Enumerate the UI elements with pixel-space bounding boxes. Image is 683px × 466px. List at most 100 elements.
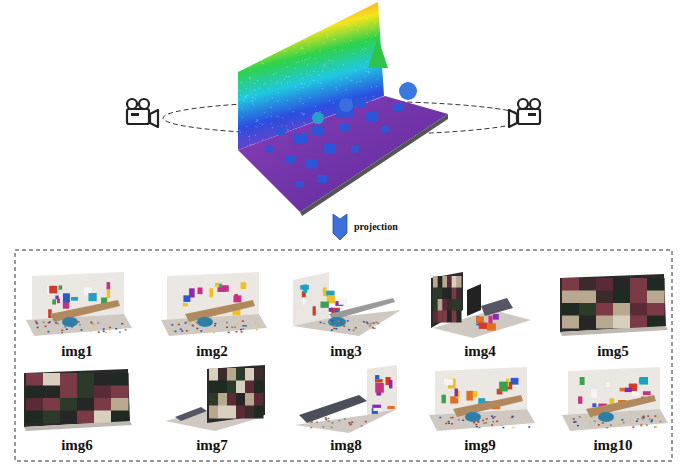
thumb-texture xyxy=(331,427,333,429)
cloud-object xyxy=(285,155,295,163)
cloud-point xyxy=(348,25,349,26)
cloud-point xyxy=(304,52,305,53)
cloud-point xyxy=(339,84,340,85)
camera-body xyxy=(127,109,149,124)
cloud-point xyxy=(250,93,251,94)
cloud-point xyxy=(359,26,360,27)
thumb-texture xyxy=(462,418,464,420)
thumb-object xyxy=(302,297,305,304)
cloud-point xyxy=(240,132,241,133)
thumb-texture xyxy=(491,415,493,417)
thumb-object xyxy=(389,380,392,388)
thumb-patch xyxy=(111,386,129,399)
thumb-texture xyxy=(327,418,329,420)
thumb-object xyxy=(643,391,651,395)
cloud-point xyxy=(246,126,247,127)
cloud-point xyxy=(362,49,363,50)
camera-lens xyxy=(150,110,158,127)
cloud-point xyxy=(331,60,332,61)
cloud-point xyxy=(249,136,250,137)
thumb-texture xyxy=(351,421,353,423)
thumb-texture xyxy=(195,321,197,323)
cloud-point xyxy=(240,94,241,95)
thumb-texture xyxy=(348,422,350,424)
thumb-object xyxy=(323,287,326,296)
thumb-patch xyxy=(596,303,614,316)
thumb-object xyxy=(639,377,648,385)
thumb-wall xyxy=(293,272,329,326)
thumb-object xyxy=(183,303,188,306)
cloud-point xyxy=(257,80,258,81)
cloud-point xyxy=(353,53,354,54)
thumb-texture xyxy=(361,425,363,427)
thumb-texture xyxy=(90,321,92,323)
thumb-texture xyxy=(242,325,244,327)
thumb-patch xyxy=(433,276,438,288)
thumb-object xyxy=(107,289,110,298)
cloud-point xyxy=(246,88,247,89)
cloud-point xyxy=(260,123,261,124)
cloud-point xyxy=(319,111,320,112)
thumb-wall xyxy=(207,365,265,423)
cloud-object xyxy=(351,146,359,152)
thumb-texture xyxy=(367,323,369,325)
thumb-texture xyxy=(462,420,464,422)
cloud-point xyxy=(303,114,304,115)
thumb-texture xyxy=(485,422,487,424)
cloud-point xyxy=(249,139,250,140)
thumb-texture xyxy=(585,417,587,419)
thumb-patch xyxy=(647,278,665,291)
cloud-point xyxy=(324,64,325,65)
thumb-object xyxy=(57,299,60,304)
thumb-texture xyxy=(463,417,465,419)
image-label: img9 xyxy=(464,437,496,454)
thumb-texture xyxy=(623,422,625,424)
cloud-point xyxy=(301,47,302,48)
thumb-texture xyxy=(618,424,620,426)
thumb-texture xyxy=(347,320,349,322)
thumb-object xyxy=(444,379,453,385)
cloud-point xyxy=(237,109,238,110)
cloud-point xyxy=(376,86,377,87)
thumb-object xyxy=(59,285,63,289)
thumb-texture xyxy=(213,332,215,334)
cloud-wall xyxy=(238,2,384,150)
thumb-texture xyxy=(593,416,595,418)
thumb-texture xyxy=(573,418,575,420)
thumb-texture xyxy=(196,331,198,333)
thumb-patch xyxy=(442,311,447,323)
thumb-patch xyxy=(254,368,264,381)
thumb-texture xyxy=(494,416,496,418)
thumb-patch xyxy=(209,381,219,394)
thumb-texture xyxy=(647,415,649,417)
thumb-texture xyxy=(338,420,340,422)
cloud-point xyxy=(335,39,336,40)
thumb-texture xyxy=(629,420,631,422)
cloud-point xyxy=(322,69,323,70)
cloud-point xyxy=(309,97,310,98)
cloud-point xyxy=(375,22,376,23)
thumb-texture xyxy=(478,427,480,429)
cloud-point xyxy=(375,35,376,36)
cloud-point xyxy=(304,83,305,84)
cloud-point xyxy=(315,58,316,59)
projected-image xyxy=(165,365,265,431)
thumb-texture xyxy=(43,322,45,324)
cloud-point xyxy=(300,98,301,99)
cloud-point xyxy=(282,117,283,118)
thumb-texture xyxy=(476,426,478,428)
thumb-texture xyxy=(180,329,182,331)
cloud-point xyxy=(293,111,294,112)
thumb-texture xyxy=(445,423,447,425)
cloud-point xyxy=(276,116,277,117)
cloud-point xyxy=(308,45,309,46)
thumb-object xyxy=(107,282,111,289)
cloud-point xyxy=(285,76,286,77)
thumb-patch xyxy=(77,386,95,399)
thumb-texture xyxy=(439,417,441,419)
thumb-patch xyxy=(596,291,614,304)
thumb-patch xyxy=(111,373,129,386)
cloud-point xyxy=(309,82,310,83)
cloud-object xyxy=(324,144,336,154)
